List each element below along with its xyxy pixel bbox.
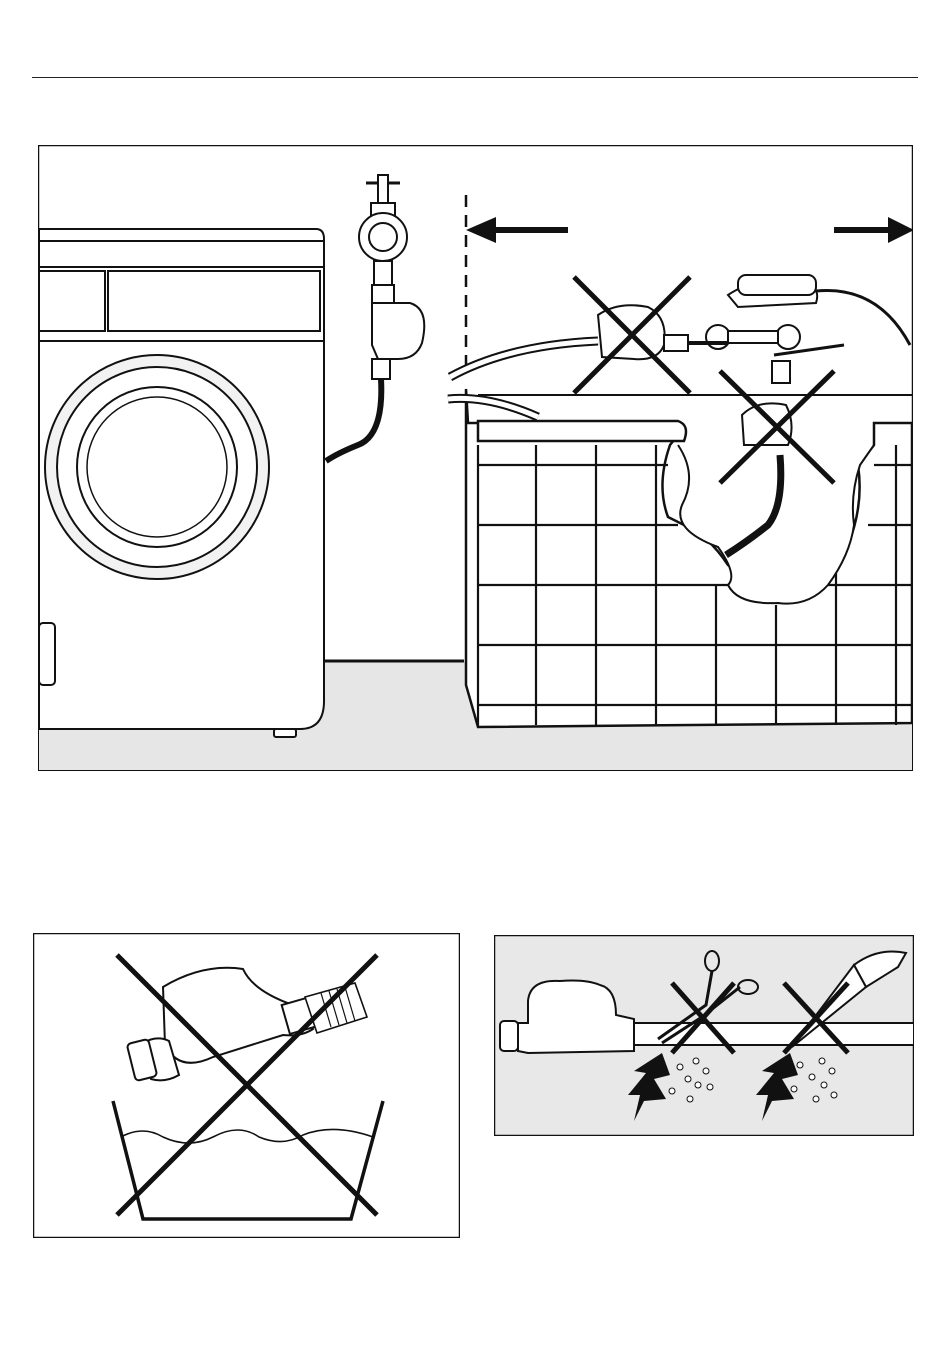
installation-svg	[38, 145, 913, 771]
cutting-illustration	[494, 935, 914, 1136]
washing-machine	[39, 229, 324, 737]
top-rule	[32, 77, 918, 78]
submersion-illustration	[33, 933, 460, 1238]
cutting-svg	[494, 935, 914, 1136]
submersion-svg	[33, 933, 460, 1238]
installation-illustration	[38, 145, 913, 771]
